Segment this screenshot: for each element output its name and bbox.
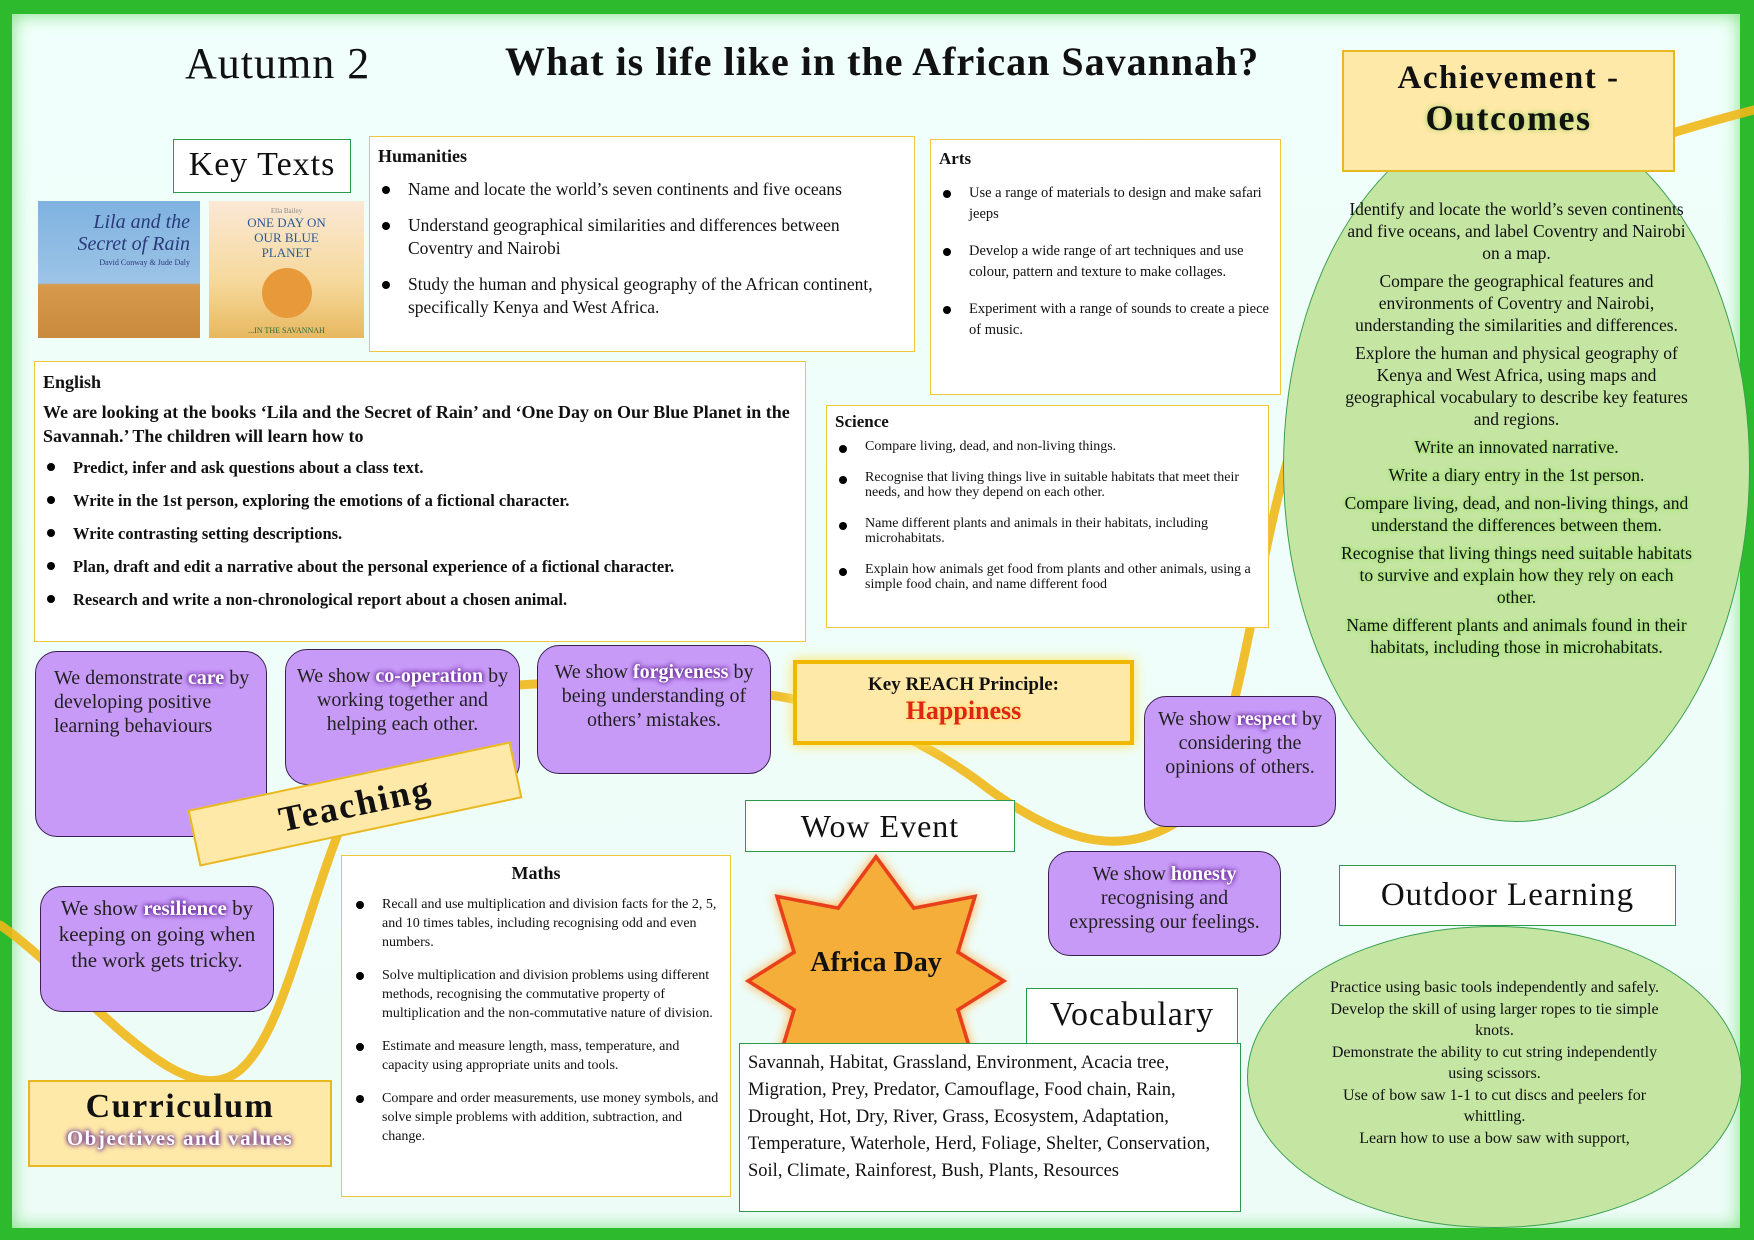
outdoor-item: Develop the skill of using larger ropes … <box>1330 1000 1659 1040</box>
value-keyword: forgiveness <box>632 661 729 683</box>
arts-item: Experiment with a range of sounds to cre… <box>939 299 1272 341</box>
value-respect: We show respect by considering the opini… <box>1144 696 1336 827</box>
english-item: Write in the 1st person, exploring the e… <box>43 489 797 513</box>
value-text: We show <box>554 661 633 683</box>
curriculum-heading: Curriculum Objectives and values <box>28 1080 332 1167</box>
value-text: by keeping on going when the work gets t… <box>58 896 256 972</box>
outcome-item: Identify and locate the world’s seven co… <box>1347 199 1686 263</box>
key-texts-label: Key Texts <box>173 139 351 193</box>
value-text: by working together and helping each oth… <box>316 665 509 735</box>
lion-cub-illustration <box>261 268 312 318</box>
value-text: We demonstrate <box>54 667 188 689</box>
reach-label: Key REACH Principle: <box>867 674 1060 695</box>
curriculum-subtitle: Objectives and values <box>66 1126 294 1150</box>
maths-title: Maths <box>511 863 561 883</box>
outdoor-item: Use of bow saw 1-1 to cut discs and peel… <box>1342 1086 1647 1126</box>
outcome-item: Name different plants and animals found … <box>1346 615 1687 657</box>
value-text: recognising and expressing our feelings. <box>1069 887 1260 933</box>
reach-value: Happiness <box>905 696 1022 725</box>
page-title: What is life like in the African Savanna… <box>505 39 1260 84</box>
maths-item: Solve multiplication and division proble… <box>352 966 720 1023</box>
book-title: Lila and the Secret of Rain <box>77 211 190 255</box>
term-label: Autumn 2 <box>185 39 371 88</box>
outdoor-learning-ellipse: Practice using basic tools independently… <box>1247 926 1742 1228</box>
outcome-item: Write a diary entry in the 1st person. <box>1388 465 1645 485</box>
book-authors: David Conway & Jude Daly <box>99 258 190 267</box>
value-keyword: resilience <box>143 896 227 920</box>
book-cover-lila: Lila and the Secret of Rain David Conway… <box>38 201 200 338</box>
achievement-outcomes-ellipse: Identify and locate the world’s seven co… <box>1283 112 1750 822</box>
vocabulary-list: Savannah, Habitat, Grassland, Environmen… <box>739 1043 1241 1212</box>
book-cover-one-day: Ella Bailey ONE DAY ON OUR BLUE PLANET .… <box>209 201 364 338</box>
maths-item: Recall and use multiplication and divisi… <box>352 895 720 952</box>
outdoor-item: Learn how to use a bow saw with support, <box>1359 1129 1630 1147</box>
maths-item: Estimate and measure length, mass, tempe… <box>352 1037 720 1075</box>
outcome-item: Write an innovated narrative. <box>1414 437 1619 457</box>
value-text: by being understanding of others’ mistak… <box>561 661 754 731</box>
value-text: We show <box>1092 863 1171 885</box>
reach-principle-box: Key REACH Principle: Happiness <box>793 660 1134 745</box>
achievement-list: Identify and locate the world’s seven co… <box>1339 198 1694 658</box>
vocabulary-label: Vocabulary <box>1026 988 1238 1044</box>
value-keyword: care <box>187 667 225 689</box>
science-title: Science <box>835 412 889 431</box>
arts-item: Use a range of materials to design and m… <box>939 183 1272 225</box>
maths-item: Compare and order measurements, use mone… <box>352 1089 720 1146</box>
english-item: Research and write a non-chronological r… <box>43 588 797 612</box>
science-item: Explain how animals get food from plants… <box>835 562 1260 592</box>
outdoor-item: Demonstrate the ability to cut string in… <box>1331 1043 1658 1083</box>
outcome-item: Compare living, dead, and non-living thi… <box>1344 493 1689 535</box>
wow-event-name: Africa Day <box>810 947 942 978</box>
arts-panel: Arts Use a range of materials to design … <box>930 139 1281 395</box>
outcomes-title: Outcomes <box>1425 98 1592 138</box>
science-item: Compare living, dead, and non-living thi… <box>835 439 1260 454</box>
english-title: English <box>43 372 102 392</box>
value-text: We show <box>1157 708 1237 730</box>
achievement-heading: Achievement - Outcomes <box>1342 50 1675 172</box>
book-title: ONE DAY ON OUR BLUE PLANET <box>247 215 326 260</box>
science-item: Name different plants and animals in the… <box>835 516 1260 546</box>
outcome-item: Recognise that living things need suitab… <box>1341 543 1692 607</box>
value-keyword: honesty <box>1170 863 1237 885</box>
value-keyword: co-operation <box>375 665 484 687</box>
value-forgiveness: We show forgiveness by being understandi… <box>537 645 771 774</box>
arts-title: Arts <box>939 149 972 168</box>
humanities-item: Study the human and physical geography o… <box>378 273 906 319</box>
science-item: Recognise that living things live in sui… <box>835 470 1260 500</box>
humanities-item: Name and locate the world’s seven contin… <box>378 178 906 201</box>
humanities-panel: Humanities Name and locate the world’s s… <box>369 136 915 352</box>
outdoor-item: Practice using basic tools independently… <box>1329 979 1660 996</box>
value-text: We show <box>296 665 376 687</box>
english-item: Plan, draft and edit a narrative about t… <box>43 555 797 579</box>
science-panel: Science Compare living, dead, and non-li… <box>826 405 1269 628</box>
humanities-title: Humanities <box>378 146 468 166</box>
english-panel: English We are looking at the books ‘Lil… <box>34 361 806 642</box>
outdoor-learning-label: Outdoor Learning <box>1339 865 1676 926</box>
book-subtitle: ...IN THE SAVANNAH <box>248 326 325 335</box>
book-author: Ella Bailey <box>270 207 303 215</box>
humanities-item: Understand geographical similarities and… <box>378 214 906 260</box>
maths-panel: Maths Recall and use multiplication and … <box>341 855 731 1197</box>
achievement-title: Achievement - <box>1397 60 1620 96</box>
arts-item: Develop a wide range of art techniques a… <box>939 241 1272 283</box>
value-text: We show <box>60 896 144 920</box>
value-care: We demonstrate care by developing positi… <box>35 651 267 837</box>
value-text: by considering the opinions of others. <box>1165 708 1323 778</box>
outcome-item: Explore the human and physical geography… <box>1345 343 1688 429</box>
value-text: by developing positive learning behaviou… <box>54 667 250 737</box>
value-keyword: respect <box>1236 708 1298 730</box>
outcome-item: Compare the geographical features and en… <box>1355 271 1678 335</box>
wow-event-label: Wow Event <box>745 800 1015 852</box>
english-intro: We are looking at the books ‘Lila and th… <box>43 402 790 446</box>
curriculum-title: Curriculum <box>85 1088 275 1125</box>
value-resilience: We show resilience by keeping on going w… <box>40 886 274 1012</box>
english-item: Predict, infer and ask questions about a… <box>43 456 797 480</box>
english-item: Write contrasting setting descriptions. <box>43 522 797 546</box>
value-honesty: We show honesty recognising and expressi… <box>1048 851 1281 956</box>
